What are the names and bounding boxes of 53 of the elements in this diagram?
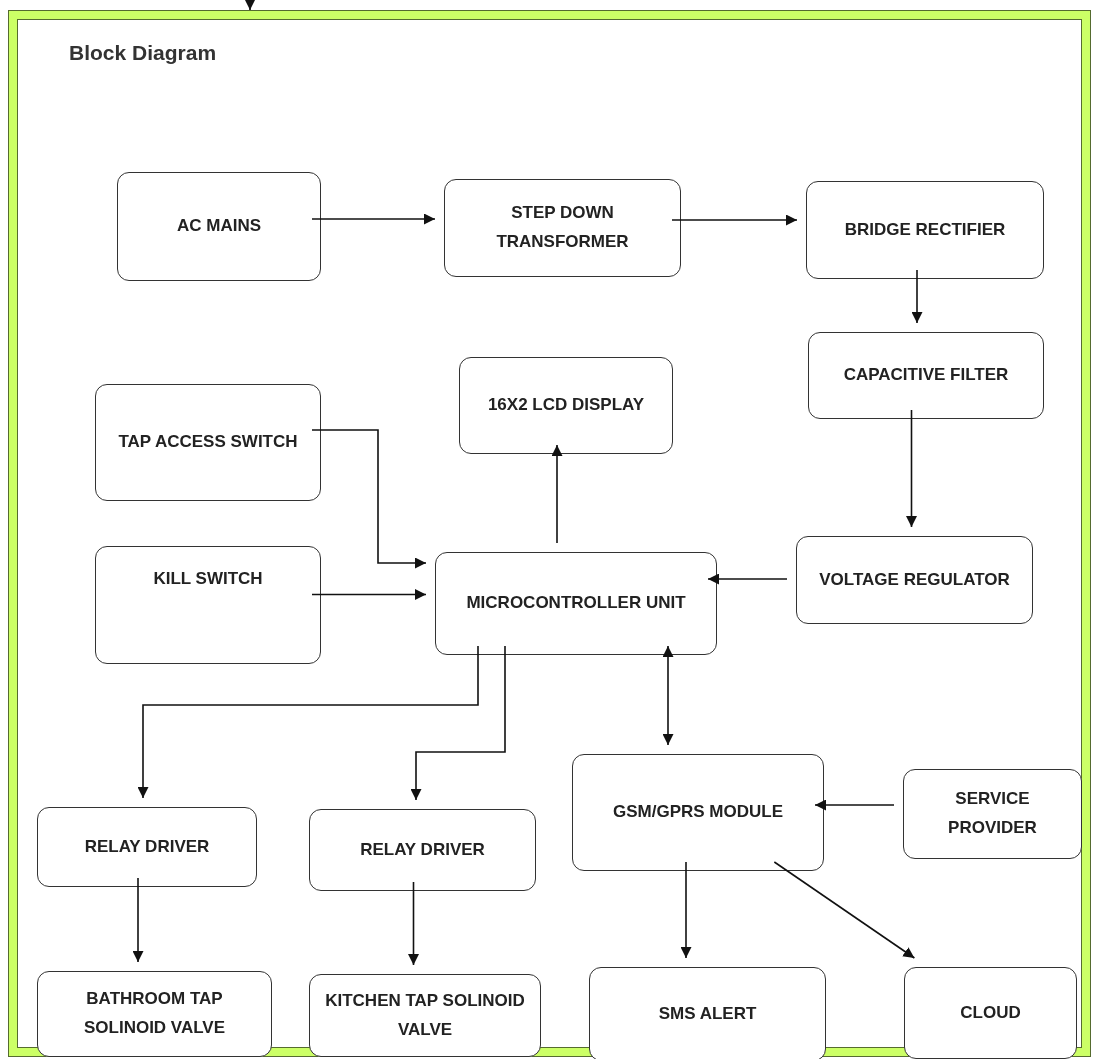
arrow bbox=[410, 645, 506, 801]
block-box bbox=[903, 769, 1082, 859]
diagram-frame bbox=[8, 10, 1091, 1057]
block-label: SMS ALERT bbox=[658, 1002, 757, 1025]
block-label: MICROCONTROLLER UNIT bbox=[466, 592, 686, 615]
arrow bbox=[814, 799, 895, 811]
arrow bbox=[671, 214, 798, 226]
block-box bbox=[37, 807, 257, 887]
block-label: GSM/GPRS MODULE bbox=[613, 801, 783, 824]
block-label: KITCHEN TAP SOLINOID VALVE bbox=[324, 989, 526, 1041]
block-box bbox=[117, 172, 321, 281]
arrow bbox=[311, 213, 436, 225]
block-label: AC MAINS bbox=[176, 215, 262, 238]
block-label: 16X2 LCD DISPLAY bbox=[487, 394, 645, 417]
arrow bbox=[707, 573, 788, 585]
diagram-heading: Block Diagram bbox=[69, 41, 217, 65]
arrow bbox=[311, 589, 427, 600]
arrow bbox=[132, 877, 144, 963]
arrow bbox=[137, 645, 479, 799]
block-box bbox=[309, 974, 541, 1057]
arrow bbox=[408, 881, 419, 966]
block-label: STEP DOWN TRANSFORMER bbox=[495, 202, 630, 253]
arrow bbox=[680, 861, 692, 959]
block-box bbox=[572, 754, 824, 871]
block-box bbox=[309, 809, 536, 891]
block-label: CLOUD bbox=[960, 1001, 1021, 1024]
block-label: CAPACITIVE FILTER bbox=[843, 364, 1009, 387]
block-box bbox=[444, 179, 681, 277]
block-label: RELAY DRIVER bbox=[360, 838, 485, 861]
arrow bbox=[311, 429, 427, 569]
arrow bbox=[773, 861, 916, 959]
arrow bbox=[906, 409, 917, 528]
block-label: KILL SWITCH bbox=[153, 568, 263, 590]
block-label: RELAY DRIVER bbox=[84, 835, 210, 858]
arrow bbox=[244, 0, 256, 11]
block-label: BATHROOM TAP SOLINOID VALVE bbox=[82, 988, 226, 1039]
block-box bbox=[37, 971, 272, 1057]
block-box bbox=[796, 536, 1033, 624]
block-box bbox=[808, 332, 1044, 419]
block-box bbox=[589, 967, 826, 1059]
block-label: BRIDGE RECTIFIER bbox=[844, 218, 1006, 241]
block-box bbox=[435, 552, 717, 655]
block-box bbox=[904, 967, 1077, 1059]
block-box bbox=[459, 357, 673, 454]
block-label: VOLTAGE REGULATOR bbox=[819, 568, 1010, 591]
block-box bbox=[806, 181, 1044, 279]
block-box bbox=[95, 546, 321, 664]
arrow bbox=[911, 269, 923, 324]
arrow bbox=[551, 444, 563, 544]
arrow bbox=[662, 645, 674, 746]
block-box bbox=[95, 384, 321, 501]
block-label: TAP ACCESS SWITCH bbox=[118, 431, 298, 454]
block-label: SERVICE PROVIDER bbox=[947, 788, 1038, 839]
